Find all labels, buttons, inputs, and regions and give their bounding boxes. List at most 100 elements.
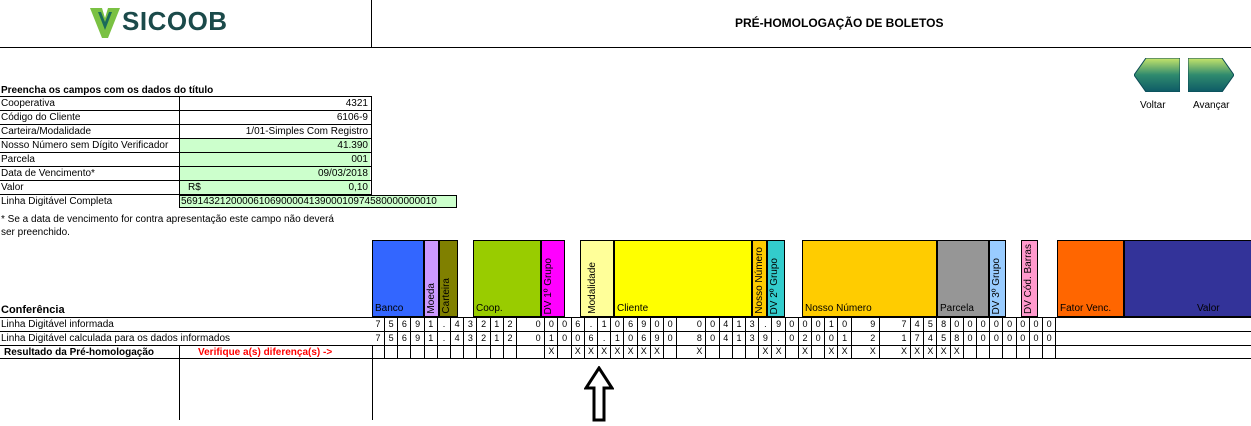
segment-carteira: Carteira (439, 240, 458, 317)
digit-calculated: 9 (759, 332, 773, 345)
form-label: Parcela (1, 154, 35, 165)
segment-nosso-numero: Nosso Número (802, 240, 937, 317)
footnote-line: ser preenchido. (1, 227, 70, 238)
row-informed-label: Linha Digitável informada (1, 319, 114, 330)
linha-digitavel-field[interactable]: 5691432120000610690000413900010974580000… (179, 195, 457, 208)
digit-diff-mark: X (839, 345, 852, 358)
digit-diff-mark: X (611, 345, 625, 358)
digit-diff-mark: X (759, 345, 773, 358)
digit-informed: 0 (799, 318, 812, 331)
currency-prefix: R$ (188, 182, 201, 193)
digit-calculated: 0 (825, 332, 839, 345)
valor-field[interactable]: R$ 0,10 (180, 181, 370, 194)
digit-calculated: 1 (611, 332, 625, 345)
digit-calculated: 0 (559, 332, 572, 345)
digit-informed: 0 (532, 318, 546, 331)
digit-diff-mark: X (598, 345, 612, 358)
digit-calculated: 4 (720, 332, 733, 345)
cliente-field[interactable]: 6106-9 (336, 112, 368, 123)
digit-diff-mark (412, 345, 425, 358)
segment-label: Parcela (940, 303, 974, 314)
forward-button[interactable] (1187, 57, 1235, 93)
footnote-line: * Se a data de vencimento for contra apr… (1, 214, 334, 225)
digit-informed: 1 (733, 318, 746, 331)
segment-label: Nosso Número (805, 303, 872, 314)
digit-diff-mark (812, 345, 826, 358)
digit-diff-mark (1004, 345, 1017, 358)
digit-diff-mark: X (638, 345, 651, 358)
digit-informed: 8 (938, 318, 951, 331)
digit-calculated: 1 (491, 332, 504, 345)
form-label: Data de Vencimento* (1, 168, 95, 179)
segment-label: DV Cód. Barras (1023, 243, 1034, 314)
form-row-linha: Linha Digitável Completa (0, 195, 372, 208)
digit-informed: 1 (425, 318, 438, 331)
digit-calculated: 2 (478, 332, 491, 345)
digit-informed: 0 (977, 318, 991, 331)
digit-diff-mark (372, 345, 385, 358)
parcela-field[interactable]: 001 (180, 153, 370, 166)
arrow-left-icon (1133, 57, 1181, 93)
digit-calculated: . (598, 332, 612, 345)
digit-informed: 5 (924, 318, 938, 331)
arrow-up-icon (584, 366, 614, 422)
digit-calculated: 2 (799, 332, 812, 345)
digit-informed: 0 (1004, 318, 1017, 331)
digit-calculated: 0 (707, 332, 720, 345)
digit-diff-mark (464, 345, 478, 358)
digit-informed: . (438, 318, 451, 331)
digit-diff-mark: X (924, 345, 938, 358)
cooperativa-field[interactable]: 4321 (345, 98, 368, 109)
digit-informed: 4 (911, 318, 925, 331)
segment-label: Modalidade (587, 262, 598, 314)
digit-informed: 7 (372, 318, 385, 331)
digit-calculated: 6 (398, 332, 412, 345)
digit-calculated: 6 (638, 332, 651, 345)
digit-calculated: 5 (385, 332, 399, 345)
form-row-vencimento: Data de Vencimento* 09/03/2018 (0, 167, 372, 181)
digit-informed: 9 (638, 318, 651, 331)
digit-calculated: 1 (733, 332, 746, 345)
nosso-numero-field[interactable]: 41.390 (180, 139, 370, 152)
page-title: PRÉ-HOMOLOGAÇÃO DE BOLETOS (735, 16, 944, 30)
digit-informed: 5 (385, 318, 399, 331)
digit-informed: 3 (746, 318, 760, 331)
digit-diff-mark: X (825, 345, 839, 358)
digit-diff-mark (1017, 345, 1030, 358)
digit-diff-mark: X (898, 345, 911, 358)
carteira-field[interactable]: 1/01-Simples Com Registro (245, 126, 368, 137)
digit-calculated: 3 (746, 332, 760, 345)
segment-nosso-numero-v: Nosso Número (752, 240, 767, 317)
valor-value: 0,10 (348, 182, 368, 193)
digit-calculated: 6 (585, 332, 598, 345)
back-label[interactable]: Voltar (1140, 100, 1166, 111)
digit-diff-mark (398, 345, 412, 358)
digit-informed: 0 (812, 318, 826, 331)
digit-diff-mark: X (799, 345, 812, 358)
digit-calculated: 5 (938, 332, 951, 345)
vencimento-field[interactable]: 09/03/2018 (180, 167, 370, 180)
digit-calculated: 0 (812, 332, 826, 345)
forward-label[interactable]: Avançar (1193, 100, 1230, 111)
digit-calculated: 7 (911, 332, 925, 345)
digit-diff-mark: X (773, 345, 786, 358)
digit-calculated: 4 (451, 332, 465, 345)
digit-calculated: 2 (867, 332, 880, 345)
digit-calculated: 0 (1017, 332, 1030, 345)
digit-informed: 1 (491, 318, 504, 331)
digit-informed: 7 (898, 318, 911, 331)
segment-label: DV 3º Grupo (991, 257, 1002, 314)
digit-diff-mark (733, 345, 746, 358)
segment-label: Fator Venc. (1060, 303, 1112, 314)
back-button[interactable] (1133, 57, 1181, 93)
digit-diff-mark: X (625, 345, 638, 358)
digit-calculated: 9 (651, 332, 664, 345)
segment-coop: Coop. (473, 240, 541, 317)
digit-informed: 0 (951, 318, 964, 331)
digit-diff-mark: X (951, 345, 964, 358)
logo-text: SICOOB (122, 6, 228, 36)
digit-informed: 2 (504, 318, 517, 331)
digit-calculated: 0 (664, 332, 678, 345)
digit-informed: 1 (825, 318, 839, 331)
digit-calculated: 0 (1043, 332, 1057, 345)
